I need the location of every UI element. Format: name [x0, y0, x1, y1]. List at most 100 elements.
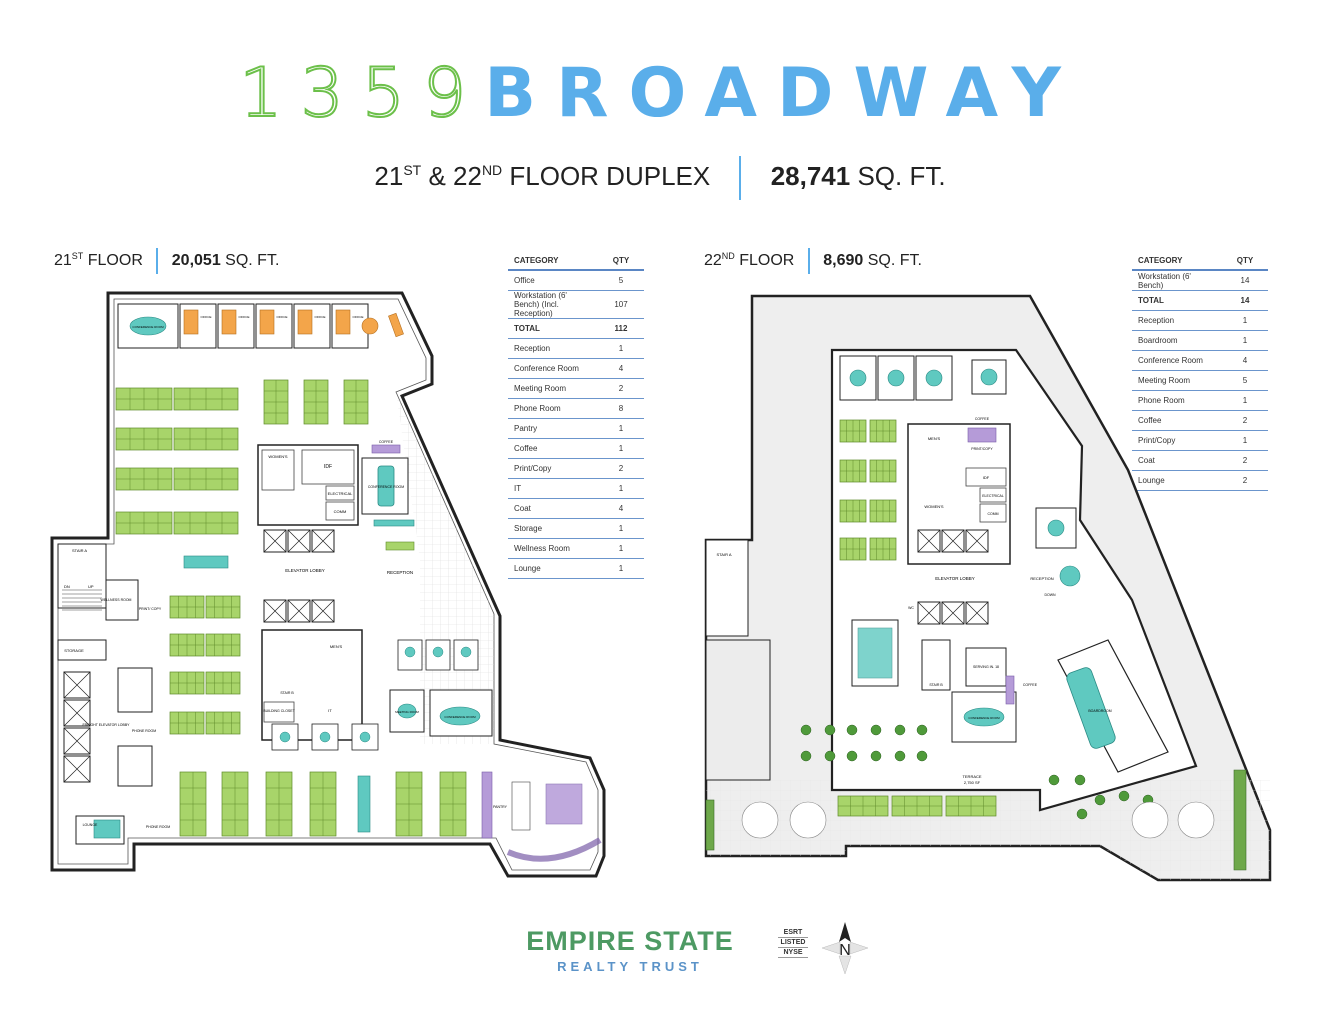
category-cell: Meeting Room: [508, 378, 598, 399]
duplex-subtitle: 21ST & 22ND FLOOR DUPLEX 28,741 SQ. FT.: [0, 156, 1320, 200]
qty-cell: 2: [1222, 470, 1268, 491]
svg-text:PRINT/ COPY: PRINT/ COPY: [139, 607, 162, 611]
svg-text:PHONE ROOM: PHONE ROOM: [132, 729, 156, 733]
svg-text:CONFERENCE ROOM: CONFERENCE ROOM: [132, 325, 164, 329]
svg-text:2,750 SF: 2,750 SF: [964, 780, 981, 785]
svg-text:IDF: IDF: [324, 464, 332, 470]
qty-cell: 4: [598, 498, 644, 519]
svg-text:ELECTRICAL: ELECTRICAL: [328, 491, 353, 496]
svg-text:STAIR B: STAIR B: [280, 691, 294, 695]
svg-text:STORAGE: STORAGE: [64, 648, 84, 653]
floor22-plan: STAIR A MEN'S WOMEN'S IDF ELECTRICAL COM…: [704, 294, 1272, 882]
category-cell: Phone Room: [1132, 390, 1222, 411]
floor21-area: 20,051: [171, 252, 221, 270]
svg-text:COMM: COMM: [334, 509, 347, 514]
floor22-area: 8,690: [823, 252, 864, 270]
svg-text:PHONE ROOM: PHONE ROOM: [146, 825, 170, 829]
building-number: 1359: [238, 53, 485, 134]
svg-text:OFFICE: OFFICE: [353, 315, 364, 319]
svg-text:BOARDROOM: BOARDROOM: [1088, 709, 1111, 713]
svg-text:MEN'S: MEN'S: [928, 436, 941, 441]
empire-state-logo: EMPIRE STATE REALTY TRUST: [526, 926, 734, 974]
subtitle-divider: [739, 156, 742, 200]
svg-text:PANTRY: PANTRY: [493, 805, 508, 809]
svg-text:MEN'S: MEN'S: [330, 644, 343, 649]
svg-text:DOWN: DOWN: [1044, 593, 1056, 597]
qty-cell: 1: [1222, 330, 1268, 351]
qty-cell: 112: [598, 318, 644, 339]
category-cell: Boardroom: [1132, 330, 1222, 351]
north-compass-icon: N: [821, 922, 869, 975]
floor21-header: 21ST FLOOR 20,051 SQ. FT.: [54, 248, 279, 274]
svg-text:STAIR B: STAIR B: [929, 683, 943, 687]
qty-cell: 4: [1222, 350, 1268, 371]
category-header: CATEGORY: [508, 252, 598, 271]
qty-cell: 1: [598, 478, 644, 499]
svg-text:COFFEE: COFFEE: [975, 417, 990, 421]
svg-text:STAIR A: STAIR A: [72, 548, 87, 553]
category-cell: Wellness Room: [508, 538, 598, 559]
svg-text:STAIR A: STAIR A: [716, 552, 731, 557]
category-cell: Lounge: [508, 558, 598, 579]
building-title: 1359BROADWAY: [0, 53, 1320, 134]
svg-text:LOUNGE: LOUNGE: [83, 823, 98, 827]
category-cell: Coffee: [508, 438, 598, 459]
category-cell: Print/Copy: [508, 458, 598, 479]
svg-text:PRINT/COPY: PRINT/COPY: [971, 447, 993, 451]
category-cell: Coat: [1132, 450, 1222, 471]
qty-cell: 2: [598, 458, 644, 479]
svg-text:FREIGHT ELEVATOR LOBBY: FREIGHT ELEVATOR LOBBY: [82, 723, 130, 727]
category-cell: Coffee: [1132, 410, 1222, 431]
svg-text:IT: IT: [328, 708, 332, 713]
table-row: Workstation (6' Bench)14: [1132, 270, 1268, 291]
qty-cell: 1: [598, 558, 644, 579]
svg-text:RECEPTION: RECEPTION: [1030, 576, 1053, 581]
total-area: 28,741: [770, 160, 851, 191]
qty-cell: 14: [1222, 270, 1268, 291]
qty-cell: 1: [1222, 390, 1268, 411]
category-cell: Workstation (6' Bench) (Incl. Reception): [508, 290, 598, 319]
category-cell: Reception: [1132, 310, 1222, 331]
qty-cell: 1: [598, 338, 644, 359]
svg-text:DN: DN: [64, 584, 70, 589]
qty-cell: 1: [1222, 430, 1268, 451]
qty-header: QTY: [1222, 252, 1268, 271]
svg-text:OFFICE: OFFICE: [315, 315, 326, 319]
category-header: CATEGORY: [1132, 252, 1222, 271]
qty-cell: 107: [598, 290, 644, 319]
category-cell: Lounge: [1132, 470, 1222, 491]
category-cell: Pantry: [508, 418, 598, 439]
floor22-header: 22ND FLOOR 8,690 SQ. FT.: [704, 248, 922, 274]
svg-text:WC: WC: [908, 606, 914, 610]
qty-cell: 5: [1222, 370, 1268, 391]
category-cell: Storage: [508, 518, 598, 539]
svg-text:OFFICE: OFFICE: [239, 315, 250, 319]
qty-cell: 2: [598, 378, 644, 399]
category-cell: TOTAL: [508, 318, 598, 339]
category-cell: TOTAL: [1132, 290, 1222, 311]
svg-text:CONFERENCE ROOM: CONFERENCE ROOM: [444, 715, 476, 719]
category-cell: Meeting Room: [1132, 370, 1222, 391]
category-cell: Office: [508, 270, 598, 291]
svg-text:COFFEE: COFFEE: [1023, 683, 1038, 687]
